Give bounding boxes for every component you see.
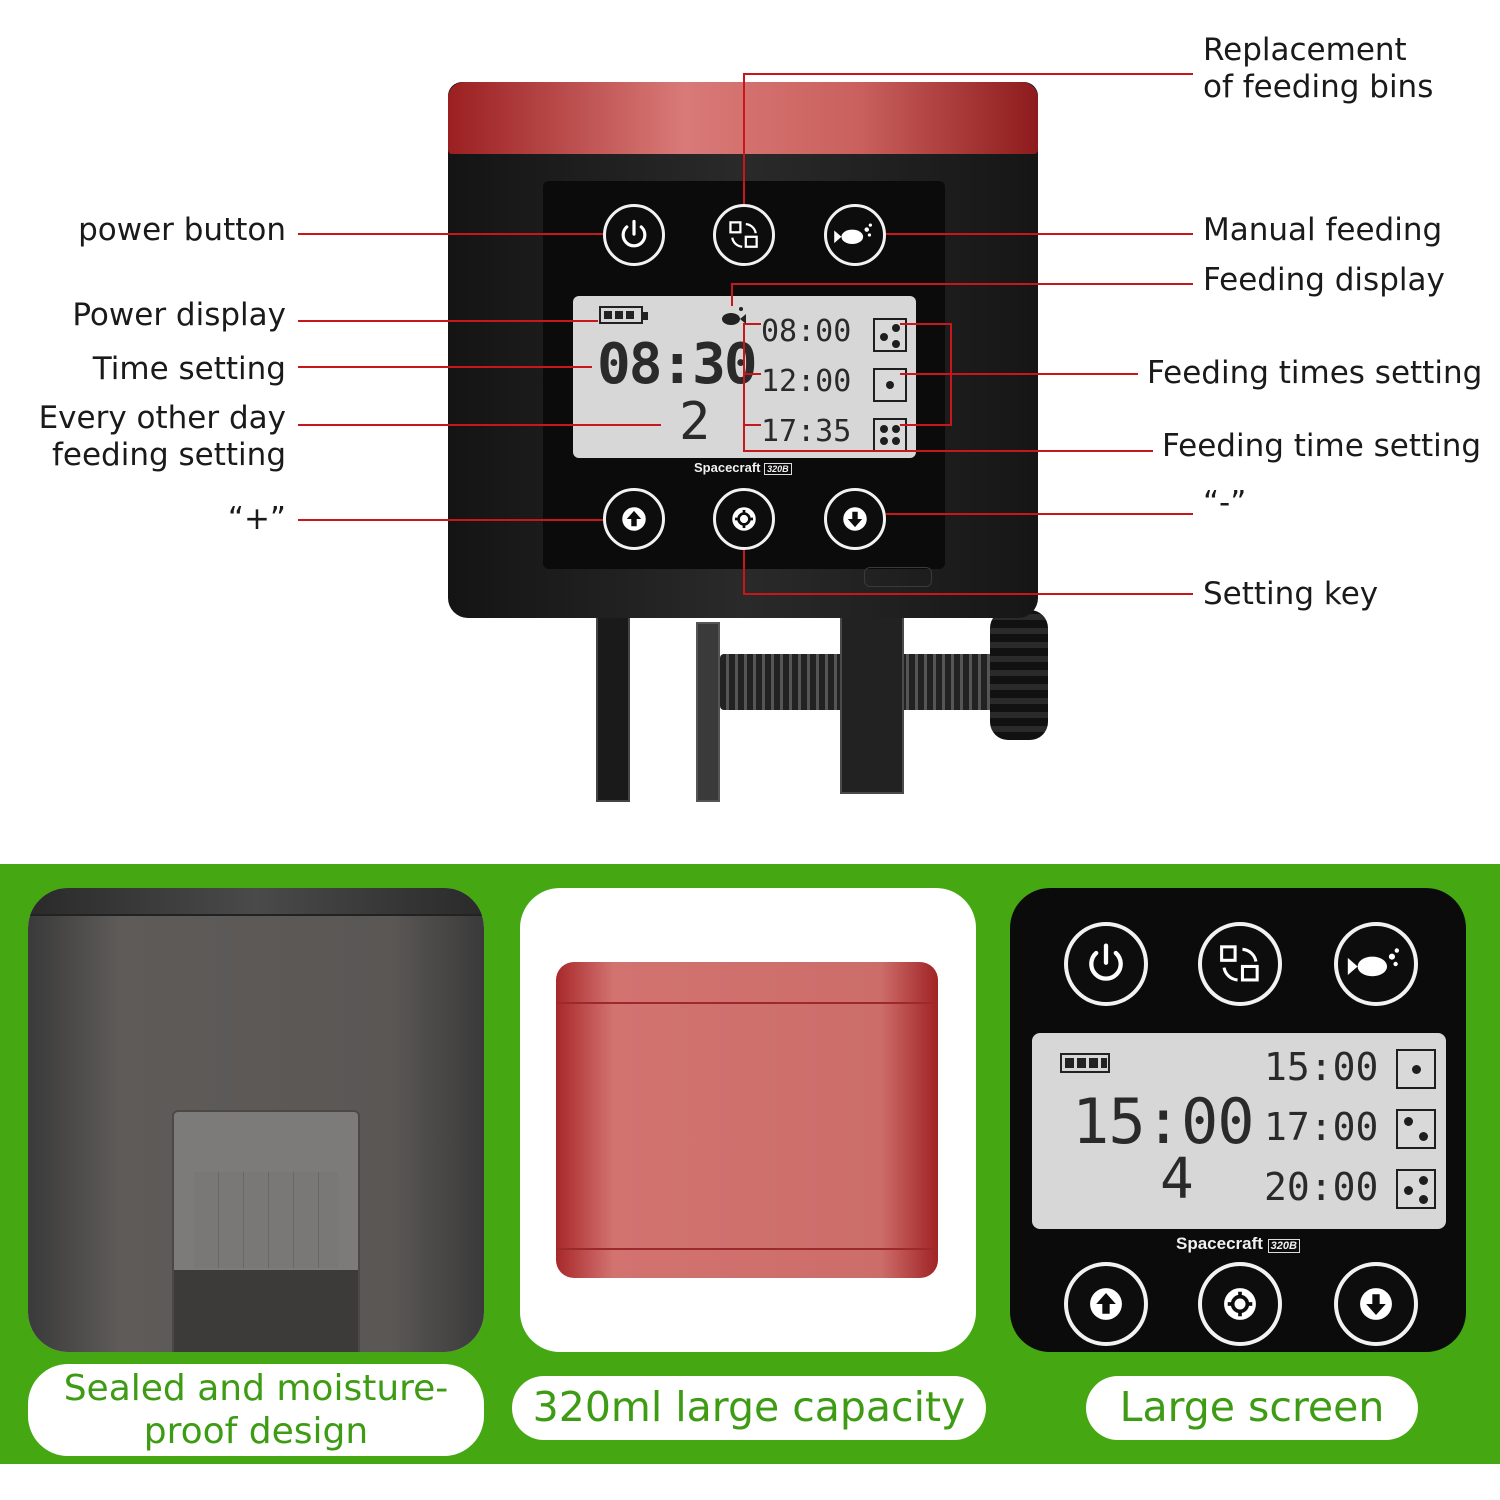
plus-button[interactable] <box>603 488 665 550</box>
portion-dot <box>886 381 894 389</box>
label-feeding-display: Feeding display <box>1203 262 1445 298</box>
bin-rotate-icon <box>729 221 758 248</box>
manual-feeding-button-2[interactable] <box>1334 922 1418 1006</box>
schedule-time: 08:00 <box>761 314 852 349</box>
fish-icon <box>834 223 872 245</box>
feature-pill-capacity: 320ml large capacity <box>512 1376 986 1440</box>
portion-dot <box>880 437 888 445</box>
label-plus: “+” <box>227 501 286 537</box>
arrow-up-icon <box>1090 1288 1122 1320</box>
portion-dot <box>1404 1186 1414 1196</box>
portion-dot <box>880 332 888 341</box>
fish-icon <box>1347 948 1400 977</box>
minus-button[interactable] <box>824 488 886 550</box>
plus-button-2[interactable] <box>1064 1262 1148 1346</box>
setting-key-button-2[interactable] <box>1198 1262 1282 1346</box>
device-diagram: 08:30 2 08:00 12:00 17:35 Spacecraft 320B <box>38 32 1483 810</box>
manual-feeding-button[interactable] <box>824 204 886 266</box>
label-replacement: Replacement of feeding bins <box>1203 32 1434 105</box>
schedule-row: 20:00 <box>1264 1165 1440 1225</box>
red-bin <box>556 962 938 1278</box>
portion-dot <box>1418 1175 1428 1185</box>
label-power-button: power button <box>78 212 286 248</box>
indicator-slot <box>864 567 932 587</box>
portion-indicator <box>1396 1169 1436 1209</box>
lcd-clock: 08:30 <box>597 332 758 397</box>
portion-indicator <box>1396 1109 1436 1149</box>
portion-dot <box>892 340 900 348</box>
schedule-time: 12:00 <box>761 364 852 399</box>
power-button[interactable] <box>603 204 665 266</box>
portion-dot <box>1404 1117 1414 1127</box>
schedule-time: 17:35 <box>761 414 852 449</box>
brand-label: Spacecraft 320B <box>694 460 792 475</box>
schedule-row: 12:00 <box>761 364 911 414</box>
portion-dot <box>880 425 888 433</box>
portion-indicator <box>873 368 907 402</box>
label-every-other-day: Every other day feeding setting <box>38 400 286 473</box>
feature-panel-sealed <box>28 888 484 1352</box>
portion-dot <box>1418 1131 1428 1141</box>
lcd-interval-2: 4 <box>1160 1147 1194 1212</box>
label-minus: “-” <box>1203 485 1247 521</box>
label-feeding-time-setting: Feeding time setting <box>1162 428 1482 464</box>
replace-bins-button[interactable] <box>713 204 775 266</box>
label-feeding-times-setting: Feeding times setting <box>1147 355 1483 391</box>
arrow-down-icon <box>1360 1288 1392 1320</box>
power-icon <box>621 219 647 248</box>
bin-rotate-icon <box>1220 945 1259 982</box>
schedule-row: 17:00 <box>1264 1105 1440 1165</box>
schedule-time: 15:00 <box>1264 1045 1379 1089</box>
schedule-row: 08:00 <box>761 314 911 364</box>
clamp-knob[interactable] <box>990 610 1048 740</box>
portion-dot <box>892 323 900 332</box>
battery-icon <box>599 306 648 324</box>
power-icon <box>1089 943 1123 981</box>
schedule-time: 17:00 <box>1264 1105 1379 1149</box>
schedule-row: 17:35 <box>761 414 911 464</box>
portion-indicator <box>1396 1049 1436 1089</box>
battery-icon <box>1060 1053 1110 1073</box>
feature-panel-capacity <box>520 888 976 1352</box>
feature-pill-sealed: Sealed and moisture- proof design <box>28 1364 484 1456</box>
schedule-row: 15:00 <box>1264 1045 1440 1105</box>
clamp <box>590 610 1060 810</box>
fish-food-icon <box>719 306 747 328</box>
arrow-up-icon <box>622 507 646 531</box>
feature-pill-screen: Large screen <box>1086 1376 1418 1440</box>
lcd-clock-2: 15:00 <box>1072 1085 1255 1158</box>
setting-key-button[interactable] <box>713 488 775 550</box>
label-setting-key: Setting key <box>1203 576 1379 612</box>
schedule-time: 20:00 <box>1264 1165 1379 1209</box>
arrow-down-icon <box>843 507 867 531</box>
label-power-display: Power display <box>72 297 286 333</box>
label-manual-feeding: Manual feeding <box>1203 212 1443 248</box>
lcd-schedule: 08:00 12:00 17:35 <box>761 314 911 454</box>
portion-indicator <box>873 418 907 452</box>
portion-dot <box>892 437 900 445</box>
sealed-port <box>172 1110 360 1352</box>
replace-bins-button-2[interactable] <box>1198 922 1282 1006</box>
portion-dot <box>892 425 900 433</box>
power-button-2[interactable] <box>1064 922 1148 1006</box>
label-time-setting: Time setting <box>92 351 286 387</box>
gear-icon <box>732 507 756 531</box>
portion-dot <box>1411 1064 1421 1074</box>
portion-dot <box>1418 1195 1428 1205</box>
gear-icon <box>1224 1288 1256 1320</box>
lcd-schedule-2: 15:00 17:00 20:00 <box>1264 1045 1440 1225</box>
brand-label-2: Spacecraft 320B <box>1176 1234 1300 1254</box>
minus-button-2[interactable] <box>1334 1262 1418 1346</box>
lcd-interval: 2 <box>679 392 711 452</box>
